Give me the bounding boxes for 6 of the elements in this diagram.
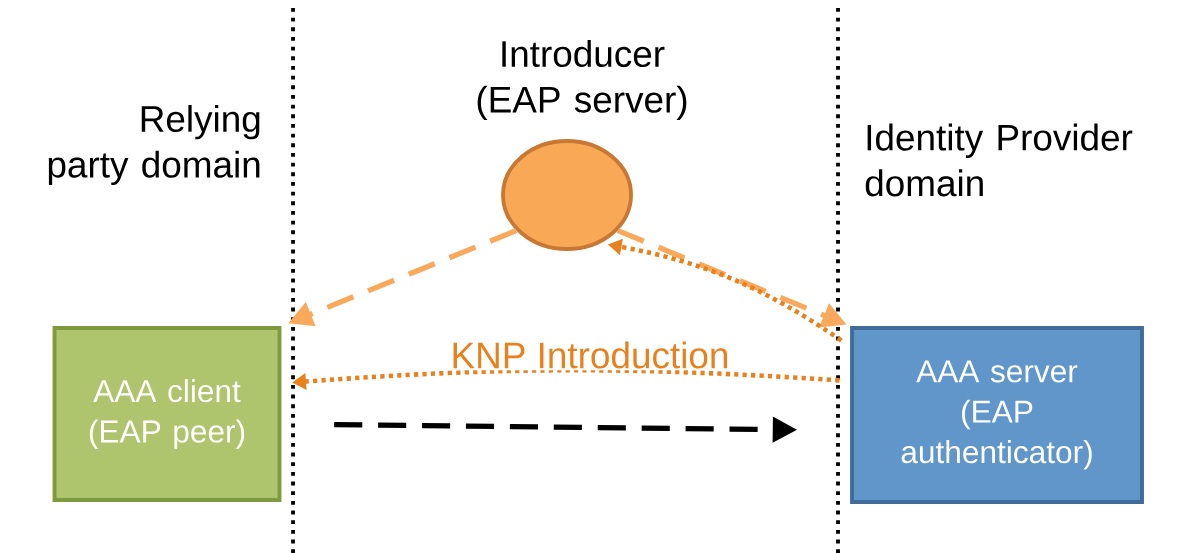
domain-label: Identity Provider domain: [865, 123, 1133, 197]
edge-label: KNP Introduction: [448, 339, 732, 371]
domain-label: Relying party domain: [48, 104, 260, 186]
process-box: AAA server (EAP authenticator): [850, 326, 1144, 504]
process-box: AAA client (EAP peer): [52, 326, 282, 502]
node-heading: Introducer (EAP server): [477, 39, 687, 120]
